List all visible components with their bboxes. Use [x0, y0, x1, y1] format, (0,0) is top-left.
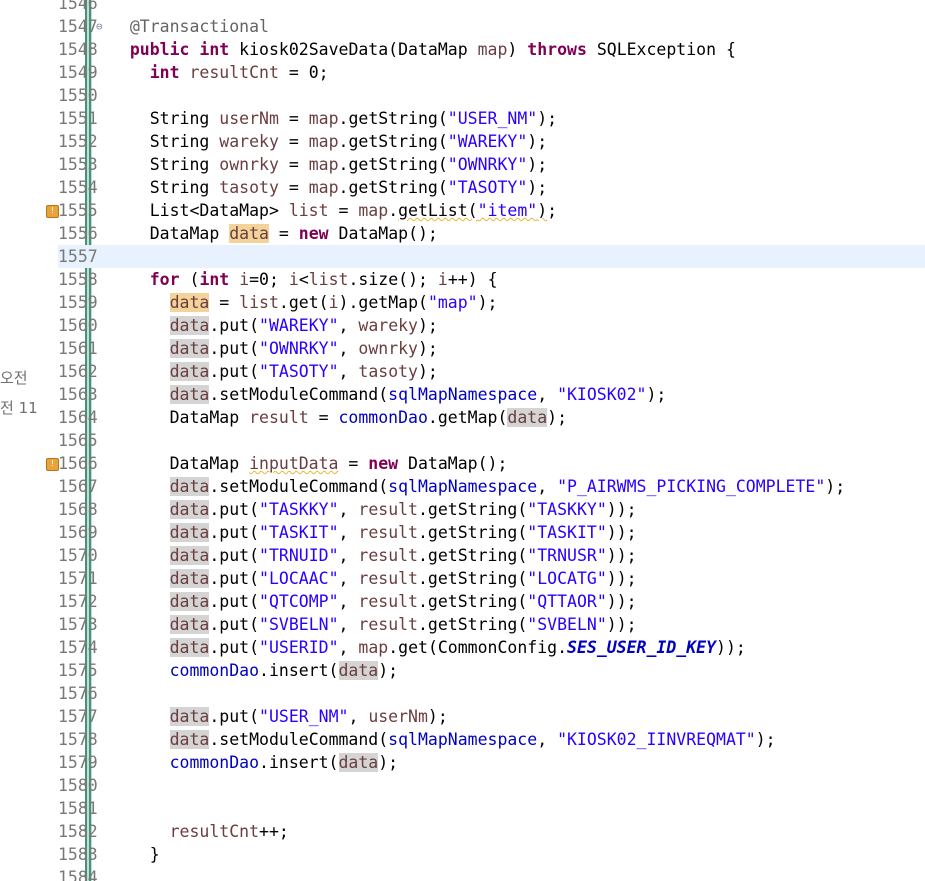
line-number: 1548 — [58, 40, 98, 59]
code-line[interactable]: data.put("TRNUID", result.getString("TRN… — [169, 546, 637, 565]
code-line[interactable]: } — [110, 845, 160, 864]
fold-collapse-icon[interactable]: ⊖ — [96, 20, 103, 33]
line-number: 1546 — [58, 0, 98, 13]
code-line[interactable]: DataMap result = commonDao.getMap(data); — [110, 408, 568, 427]
line-number: 1571 — [58, 569, 98, 588]
line-number: 1556 — [58, 224, 98, 243]
side-panel-text-top: 오전 — [0, 369, 28, 387]
code-line[interactable]: String wareky = map.getString("WAREKY"); — [110, 132, 548, 151]
line-number: 1550 — [58, 86, 98, 105]
line-number: 1574 — [58, 638, 98, 657]
warning-icon[interactable]: ! — [46, 458, 59, 471]
line-number: 1554 — [58, 178, 98, 197]
code-line[interactable]: List<DataMap> list = map.getList("item")… — [110, 201, 558, 220]
left-side-panel: 오전 전 11 — [0, 0, 40, 881]
code-line[interactable]: resultCnt++; — [169, 822, 289, 841]
code-line[interactable]: data.setModuleCommand(sqlMapNamespace, "… — [169, 730, 776, 749]
code-line[interactable]: commonDao.insert(data); — [169, 661, 399, 680]
code-line[interactable]: commonDao.insert(data); — [169, 753, 399, 772]
code-line[interactable]: data.put("QTCOMP", result.getString("QTT… — [169, 592, 637, 611]
line-number: 1573 — [58, 615, 98, 634]
code-line[interactable]: DataMap inputData = new DataMap(); — [110, 454, 508, 473]
side-panel-text-bottom: 전 11 — [0, 399, 38, 417]
line-number: 1553 — [58, 155, 98, 174]
line-number: 1547 — [58, 17, 98, 36]
code-line[interactable]: @Transactional — [129, 17, 269, 36]
code-line[interactable]: DataMap data = new DataMap(); — [110, 224, 438, 243]
line-number: 1552 — [58, 132, 98, 151]
overview-ruler — [40, 0, 92, 881]
current-line-highlight: 1557 — [58, 245, 925, 268]
code-line[interactable]: data.put("LOCAAC", result.getString("LOC… — [169, 569, 637, 588]
warning-icon[interactable]: ! — [46, 205, 59, 218]
line-number: 1575 — [58, 661, 98, 680]
code-line[interactable]: int resultCnt = 0; — [149, 63, 329, 82]
line-number: 1570 — [58, 546, 98, 565]
code-line[interactable]: String ownrky = map.getString("OWNRKY"); — [110, 155, 548, 174]
line-number: 1555 — [58, 201, 98, 220]
line-number: 1584 — [58, 868, 98, 881]
line-number: 1578 — [58, 730, 98, 749]
code-editor[interactable]: 1546 1547⊖ @Transactional 1548 public in… — [46, 0, 925, 881]
line-number: 1564 — [58, 408, 98, 427]
line-number: 1559 — [58, 293, 98, 312]
line-number: 1582 — [58, 822, 98, 841]
line-number: 1557 — [58, 247, 98, 266]
line-number: 1580 — [58, 776, 98, 795]
line-number: 1549 — [58, 63, 98, 82]
line-number: 1577 — [58, 707, 98, 726]
line-number: 1562 — [58, 362, 98, 381]
code-line[interactable]: data.put("TASKKY", result.getString("TAS… — [169, 500, 637, 519]
code-line[interactable]: public int kiosk02SaveData(DataMap map) … — [129, 40, 736, 59]
line-number: 1572 — [58, 592, 98, 611]
line-number: 1568 — [58, 500, 98, 519]
code-line[interactable]: data.put("TASOTY", tasoty); — [169, 362, 438, 381]
code-line[interactable]: String userNm = map.getString("USER_NM")… — [110, 109, 558, 128]
code-line[interactable]: data.put("TASKIT", result.getString("TAS… — [169, 523, 637, 542]
line-number: 1566 — [58, 454, 98, 473]
line-number: 1558 — [58, 270, 98, 289]
code-line[interactable]: for (int i=0; i<list.size(); i++) { — [149, 270, 498, 289]
line-number: 1569 — [58, 523, 98, 542]
line-number: 1581 — [58, 799, 98, 818]
line-number: 1576 — [58, 684, 98, 703]
code-line[interactable]: data.put("WAREKY", wareky); — [169, 316, 438, 335]
code-line[interactable]: data.put("SVBELN", result.getString("SVB… — [169, 615, 637, 634]
code-line[interactable]: data.put("USERID", map.get(CommonConfig.… — [169, 638, 746, 657]
code-line[interactable]: data.put("OWNRKY", ownrky); — [169, 339, 438, 358]
line-number: 1583 — [58, 845, 98, 864]
line-number: 1567 — [58, 477, 98, 496]
line-number: 1563 — [58, 385, 98, 404]
code-line[interactable]: String tasoty = map.getString("TASOTY"); — [110, 178, 548, 197]
line-number: 1560 — [58, 316, 98, 335]
line-number: 1551 — [58, 109, 98, 128]
code-line[interactable]: data.setModuleCommand(sqlMapNamespace, "… — [169, 477, 846, 496]
code-line[interactable]: data.put("USER_NM", userNm); — [169, 707, 448, 726]
code-line[interactable]: data.setModuleCommand(sqlMapNamespace, "… — [169, 385, 667, 404]
line-number: 1561 — [58, 339, 98, 358]
line-number: 1565 — [58, 431, 98, 450]
change-indicator-bar — [85, 0, 92, 881]
code-line[interactable]: data = list.get(i).getMap("map"); — [169, 293, 498, 312]
line-number: 1579 — [58, 753, 98, 772]
